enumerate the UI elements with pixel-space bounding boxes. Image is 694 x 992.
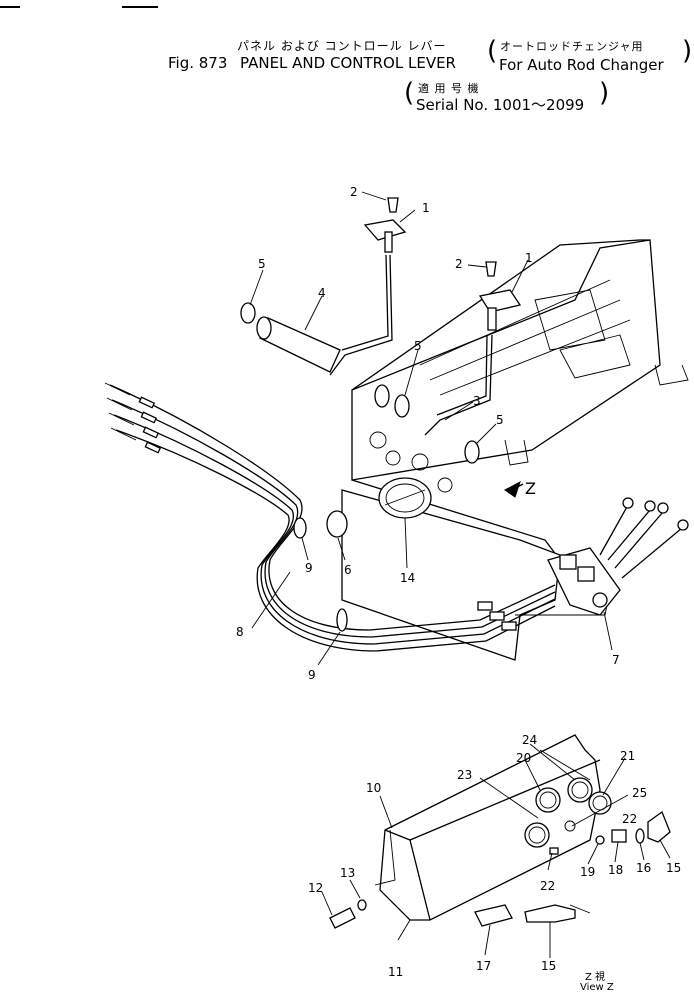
callout-25: 25 — [632, 786, 647, 800]
control-valve-block — [547, 497, 689, 616]
paren-left: ( — [487, 36, 498, 66]
callout-numbers: 1 2 1 2 3 4 5 5 5 6 7 8 9 9 14 10 11 12 … — [236, 185, 681, 979]
panel-housing — [351, 239, 689, 561]
callout-1b: 1 — [525, 251, 533, 265]
lever-assembly-right — [326, 261, 522, 538]
bushing-left — [240, 302, 256, 324]
callout-11: 11 — [388, 965, 403, 979]
figure-number: Fig. 873 — [168, 54, 228, 72]
ring-19 — [595, 835, 605, 845]
plug-18 — [611, 829, 627, 843]
cable-clamp-lower — [336, 608, 348, 632]
small-parts — [329, 810, 671, 929]
screw-right — [485, 261, 497, 277]
callout-5c: 5 — [496, 413, 504, 427]
lever-shaft — [259, 317, 341, 373]
knob-right — [478, 289, 522, 313]
callout-23: 23 — [457, 768, 472, 782]
control-cables — [104, 382, 556, 652]
callout-3: 3 — [473, 394, 481, 408]
callout-22b: 22 — [622, 812, 637, 826]
gauge-20 — [535, 787, 561, 813]
title-japanese: パネル および コントロール レバー — [237, 39, 447, 53]
callout-9b: 9 — [308, 668, 316, 682]
title-english: PANEL AND CONTROL LEVER — [240, 54, 456, 72]
callout-20: 20 — [516, 751, 531, 765]
view-arrow-label: Z — [525, 479, 536, 498]
paren-right: ) — [682, 36, 693, 66]
cap-15 — [647, 810, 671, 843]
callout-14: 14 — [400, 571, 415, 585]
callout-8: 8 — [236, 625, 244, 639]
washer-13 — [357, 899, 367, 911]
paren-right-serial: ) — [599, 78, 610, 108]
callout-5a: 5 — [258, 257, 266, 271]
callout-17: 17 — [476, 959, 491, 973]
callout-9a: 9 — [305, 561, 313, 575]
callout-16: 16 — [636, 861, 651, 875]
callout-15a: 15 — [541, 959, 556, 973]
callout-10: 10 — [366, 781, 381, 795]
callout-22a: 22 — [540, 879, 555, 893]
callout-15b: 15 — [666, 861, 681, 875]
lever-knob-3 — [657, 502, 669, 514]
knob-left — [363, 219, 407, 241]
lever-assembly-left — [240, 197, 407, 376]
bushing-3 — [464, 440, 480, 464]
callout-18: 18 — [608, 863, 623, 877]
callout-2: 2 — [350, 185, 358, 199]
callout-24: 24 — [522, 733, 537, 747]
leader-lines — [249, 191, 671, 958]
top-rule-left — [0, 6, 20, 8]
qualifier-english: For Auto Rod Changer — [499, 56, 664, 74]
view-z-label: View Z — [580, 982, 614, 992]
grommet — [326, 510, 348, 538]
serial-label-japanese: 適 用 号 機 — [418, 82, 480, 95]
callout-1: 1 — [422, 201, 430, 215]
gauge-24 — [567, 777, 593, 803]
bolt-12 — [329, 907, 356, 929]
lever-knob-2 — [644, 500, 656, 512]
lever-knob-4 — [677, 519, 689, 531]
lever-knob-1 — [622, 497, 634, 509]
screw-left — [387, 197, 399, 213]
gauge-21 — [588, 791, 612, 815]
cable-clamp-upper — [293, 517, 307, 539]
callout-2b: 2 — [455, 257, 463, 271]
sensor-15 — [524, 904, 576, 923]
washer-16 — [635, 828, 645, 844]
lower-panel — [341, 477, 611, 661]
callout-7: 7 — [612, 653, 620, 667]
view-z-arrow: Z — [504, 479, 536, 498]
callout-19: 19 — [580, 865, 595, 879]
callout-6: 6 — [344, 563, 352, 577]
qualifier-japanese: オートロッドチェンジャ用 — [500, 40, 644, 53]
paren-left-serial: ( — [404, 78, 415, 108]
top-rule-right — [122, 6, 158, 8]
switch-17 — [474, 904, 513, 927]
serial-range: Serial No. 1001～2099 — [416, 96, 585, 114]
gauge-main — [524, 822, 550, 848]
bushing-1 — [374, 384, 390, 408]
callout-5b: 5 — [414, 339, 422, 353]
callout-12: 12 — [308, 881, 323, 895]
view-z-label-jp: Z 視 — [585, 970, 605, 983]
bushing-2 — [394, 394, 410, 418]
callout-13: 13 — [340, 866, 355, 880]
callout-21: 21 — [620, 749, 635, 763]
gauge-panel — [374, 734, 612, 921]
callout-4: 4 — [318, 286, 326, 300]
